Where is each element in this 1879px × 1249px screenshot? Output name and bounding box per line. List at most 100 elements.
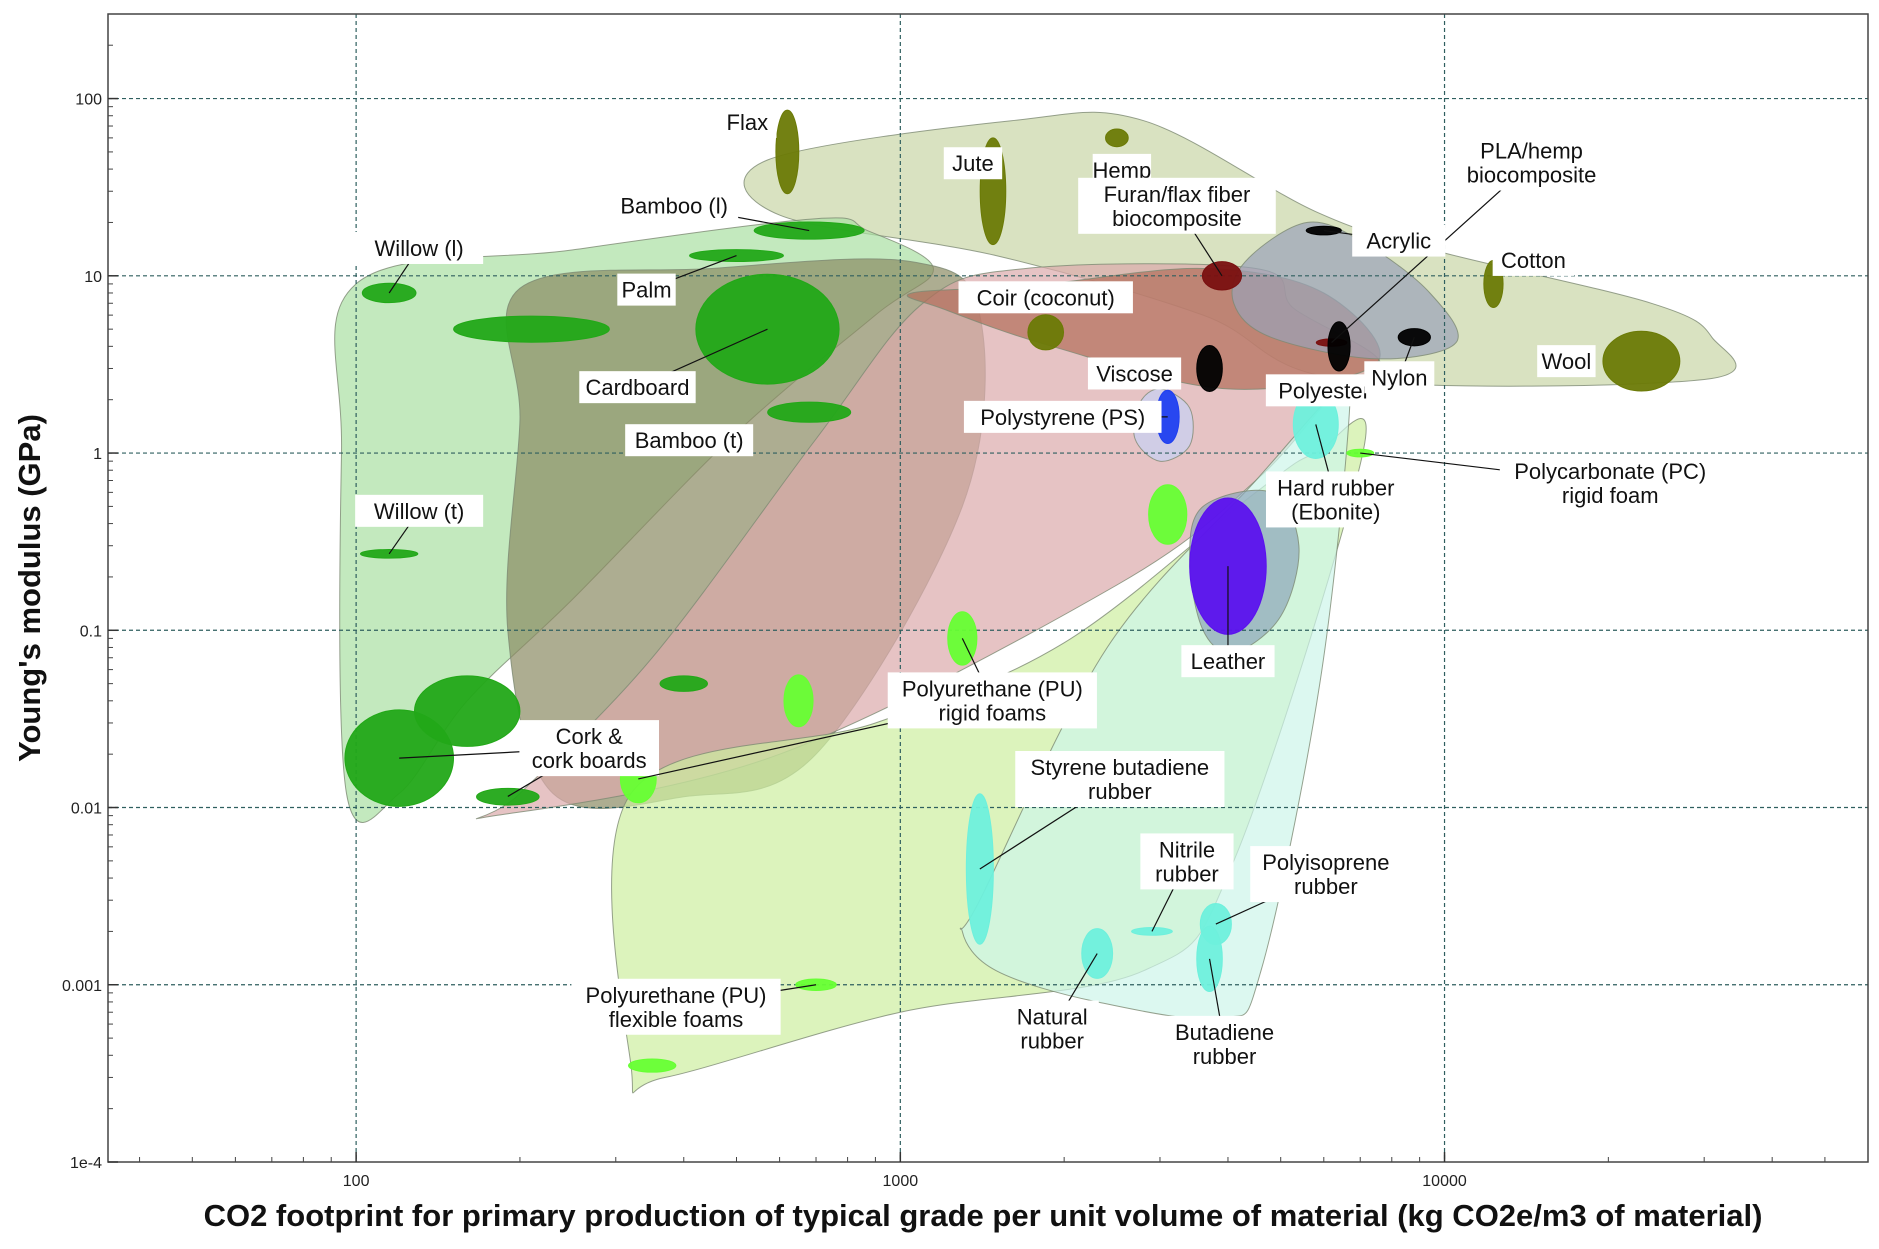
material-bubble-butadiene-rubber: [1196, 925, 1223, 992]
x-tick-label: 1000: [883, 1173, 919, 1190]
material-label-line: Cork &: [556, 724, 624, 749]
material-label-line: Polyester: [1278, 378, 1370, 403]
label-box: [1005, 1000, 1099, 1057]
label-cotton: Cotton: [1492, 243, 1575, 276]
label-polyurethane-pu-rigid-foams: Polyurethane (PU)rigid foams: [638, 638, 1097, 780]
label-box: [355, 494, 484, 527]
label-box: [1078, 177, 1276, 234]
label-box: [1265, 374, 1383, 407]
label-box: [571, 978, 781, 1035]
y-tick-label: 0.01: [71, 801, 102, 818]
material-bubble-polyurethane-pu-flexible-foams: [795, 978, 837, 992]
x-tick-label: 100: [343, 1173, 370, 1190]
material-label-line: biocomposite: [1467, 163, 1597, 188]
label-flax: Flax: [718, 105, 777, 138]
material-bubble-wool: [1602, 330, 1681, 392]
material-bubble-pu-rigid-foam-medium: [783, 674, 814, 728]
material-bubbles: [344, 109, 1681, 1073]
label-box: [943, 147, 1003, 180]
label-box: [1087, 357, 1182, 390]
label-box: [1499, 455, 1721, 512]
label-box: [1455, 134, 1608, 191]
material-bubble-hemp: [1105, 128, 1129, 148]
label-polyurethane-pu-flexible-foams: Polyurethane (PU)flexible foams: [571, 978, 817, 1035]
material-label-line: Flax: [727, 110, 769, 135]
label-nylon: Nylon: [1364, 337, 1435, 394]
label-polyester: Polyester: [1265, 374, 1383, 407]
material-label-line: Polyisoprene: [1262, 850, 1389, 875]
label-box: [718, 105, 777, 138]
material-label-line: rubber: [1193, 1044, 1257, 1069]
material-label-line: rubber: [1155, 861, 1219, 886]
label-box: [1364, 361, 1435, 394]
label-box: [1250, 846, 1402, 903]
material-label-line: rubber: [1294, 874, 1358, 899]
label-box: [519, 720, 660, 777]
label-box: [625, 424, 754, 457]
material-label-line: Butadiene: [1175, 1020, 1274, 1045]
y-axis-title: Young's modulus (GPa): [12, 414, 47, 762]
y-tick-label: 10: [84, 269, 102, 286]
material-label-line: Styrene butadiene: [1031, 755, 1210, 780]
material-label-line: Coir (coconut): [977, 285, 1115, 310]
material-bubble-rigid-foam-high-density: [1148, 484, 1188, 545]
material-label-line: PLA/hemp: [1480, 139, 1583, 164]
material-label-line: rubber: [1088, 779, 1152, 804]
material-bubble-cork-board-light: [659, 675, 708, 692]
label-polystyrene-ps: Polystyrene (PS): [963, 400, 1168, 433]
material-bubble-acrylic: [1305, 225, 1342, 236]
label-box: [887, 672, 1097, 729]
material-label-line: biocomposite: [1112, 206, 1242, 231]
material-bubble-pu-flexible-foam-low: [627, 1058, 677, 1073]
material-bubble-unlabelled-plant-material: [453, 315, 610, 343]
label-box: [1166, 1015, 1283, 1072]
label-bamboo-t: Bamboo (t): [625, 424, 754, 457]
label-cork-cork-boards: Cork &cork boards: [399, 720, 660, 797]
y-tick-label: 1e-4: [70, 1155, 102, 1172]
material-label-line: Viscose: [1096, 361, 1173, 386]
material-label-line: Palm: [621, 278, 671, 303]
material-label-line: rigid foam: [1562, 483, 1659, 508]
label-jute: Jute: [943, 147, 1003, 180]
material-bubble-cork-dense: [413, 675, 521, 747]
label-hard-rubber-ebonite: Hard rubber(Ebonite): [1265, 424, 1406, 528]
y-tick-label: 1: [93, 446, 102, 463]
material-label-line: Hard rubber: [1277, 475, 1394, 500]
family-region-synthetic-fibres: [1231, 221, 1459, 360]
label-willow-t: Willow (t): [355, 494, 484, 555]
label-box: [1265, 471, 1406, 528]
material-label-line: Cardboard: [585, 375, 689, 400]
material-bubble-polyester: [1327, 321, 1351, 372]
label-wool: Wool: [1537, 345, 1596, 378]
label-box: [963, 400, 1162, 433]
material-label-line: Polyurethane (PU): [902, 676, 1083, 701]
label-box: [355, 231, 484, 264]
material-label-line: Wool: [1542, 349, 1592, 374]
material-label-line: Bamboo (t): [635, 428, 744, 453]
material-label-line: Nitrile: [1159, 837, 1215, 862]
label-box: [958, 281, 1133, 314]
material-bubble-cork-granules: [476, 787, 540, 806]
label-box: [610, 189, 739, 222]
material-label-line: Jute: [952, 151, 994, 176]
material-bubble-coir-coconut: [1027, 314, 1065, 351]
material-bubble-bamboo-l: [753, 221, 865, 240]
material-label-line: (Ebonite): [1291, 499, 1380, 524]
x-tick-label: 10000: [1422, 1173, 1467, 1190]
y-tick-label: 0.001: [62, 978, 102, 995]
material-label-line: Polystyrene (PS): [980, 405, 1145, 430]
material-bubble-flax: [775, 109, 800, 195]
material-label-line: cork boards: [532, 748, 647, 773]
material-label-line: flexible foams: [609, 1007, 744, 1032]
label-cardboard: Cardboard: [579, 328, 768, 404]
material-label-line: Polyurethane (PU): [586, 983, 767, 1008]
